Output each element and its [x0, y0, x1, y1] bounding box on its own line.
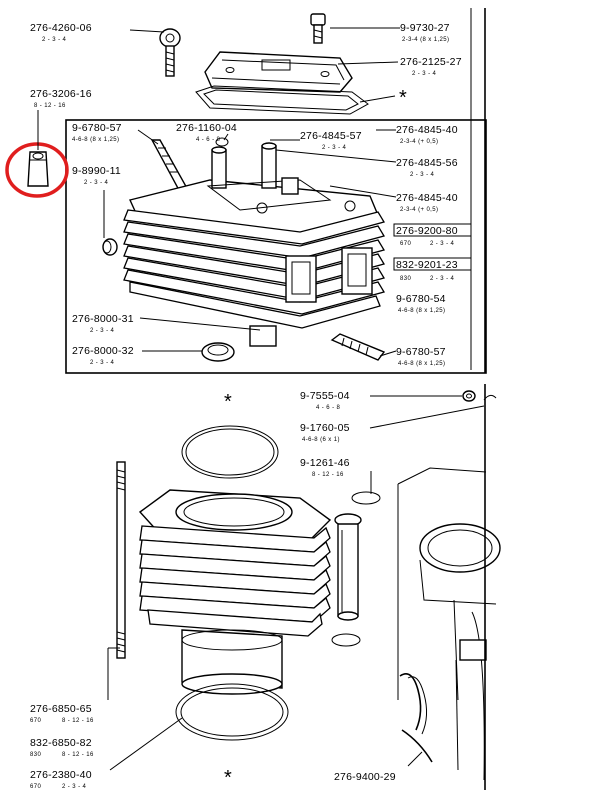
model-code: 670	[30, 718, 41, 724]
part-number: 9-9730-27	[400, 22, 450, 34]
part-number: 9-6780-54	[396, 293, 446, 305]
washer-part	[462, 390, 476, 402]
long-stud-part	[116, 461, 126, 659]
part-number: 276-9400-29	[334, 771, 396, 783]
model-code: 670	[400, 241, 411, 247]
part-number: 276-9200-80	[396, 225, 458, 237]
part-number: 9-7555-04	[300, 390, 350, 402]
model-list: 4-6-8 (8 x 1,25)	[72, 137, 119, 143]
part-number: 276-8000-31	[72, 313, 134, 325]
stud-part	[150, 139, 190, 193]
part-number: 832-9201-23	[396, 259, 458, 271]
model-list: 4 - 6 - 8	[316, 405, 341, 411]
part-number: 9-8990-11	[72, 165, 121, 177]
part-number: 276-3206-16	[30, 88, 92, 100]
part-number: 276-8000-32	[72, 345, 134, 357]
model-list: 8 - 12 - 16	[62, 718, 94, 724]
part-number: 276-2380-40	[30, 769, 92, 781]
model-list: 4 - 6 - 8	[196, 137, 221, 143]
part-number: 276-4845-56	[396, 157, 458, 169]
part-number: 832-6850-82	[30, 737, 92, 749]
model-list: 4-6-8 (8 x 1,25)	[398, 361, 445, 367]
model-list: 2 - 3 - 4	[410, 172, 435, 178]
asterisk-marker: *	[224, 767, 232, 789]
model-list: 2-3-4 (+ 0,5)	[400, 207, 438, 213]
model-code: 830	[400, 276, 411, 282]
pushrod-tube-part	[331, 491, 381, 647]
model-list: 2 - 3 - 4	[90, 328, 115, 334]
eyebolt-part	[159, 28, 181, 77]
stud-part-lower	[330, 333, 386, 361]
cylinder-oring-bottom	[175, 683, 289, 741]
small-oring-part	[215, 137, 229, 147]
part-number: 9-1261-46	[300, 457, 350, 469]
part-number: 276-4260-06	[30, 22, 92, 34]
part-number: 276-1160-04	[176, 122, 237, 134]
model-list: 8 - 12 - 16	[312, 472, 344, 478]
head-section-frame	[65, 119, 487, 374]
cylinder-oring-top	[181, 425, 279, 479]
callout-labels: 276-4260-06 2 - 3 - 4 9-9730-27 2-3-4 (8…	[30, 22, 472, 790]
asterisk-marker: *	[399, 87, 407, 109]
plug-part	[102, 238, 118, 256]
valve-cover-part	[204, 51, 353, 93]
part-number-box	[393, 257, 472, 271]
cover-gasket-part	[195, 85, 369, 115]
model-list: 2 - 3 - 4	[84, 180, 109, 186]
model-list: 8 - 12 - 16	[34, 103, 66, 109]
model-list: 2 - 3 - 4	[430, 241, 455, 247]
nut-part	[27, 151, 49, 187]
model-code: 670	[30, 784, 41, 790]
asterisk-marker: *	[224, 391, 232, 413]
model-list: 2 - 3 - 4	[90, 360, 115, 366]
model-list: 4-6-8 (6 x 1)	[302, 437, 340, 443]
cylinder-head-part	[123, 142, 386, 347]
model-list: 2-3-4 (+ 0,5)	[400, 139, 438, 145]
model-list: 2 - 3 - 4	[42, 37, 67, 43]
model-code: 830	[30, 752, 41, 758]
part-number: 276-6850-65	[30, 703, 92, 715]
model-list: 4-6-8 (8 x 1,25)	[398, 308, 445, 314]
highlight-circle	[5, 142, 69, 198]
model-list: 2 - 3 - 4	[322, 145, 347, 151]
model-list: 8 - 12 - 16	[62, 752, 94, 758]
bolt-part	[310, 13, 326, 44]
model-list: 2 - 3 - 4	[412, 71, 437, 77]
part-number: 9-6780-57	[72, 122, 122, 134]
cylinder-barrel-part	[138, 489, 332, 695]
model-list: 2 - 3 - 4	[430, 276, 455, 282]
model-list: 2 - 3 - 4	[62, 784, 87, 790]
leader-lines	[37, 27, 485, 771]
seal-ring-part	[201, 342, 235, 362]
part-number-box	[393, 223, 472, 237]
part-number: 276-4845-57	[300, 130, 362, 142]
part-number: 9-1760-05	[300, 422, 350, 434]
part-number: 9-6780-57	[396, 346, 446, 358]
partial-assembly-right	[397, 467, 501, 781]
part-number: 276-4845-40	[396, 192, 458, 204]
part-number: 276-2125-27	[400, 56, 462, 68]
model-list: 2-3-4 (8 x 1,25)	[402, 37, 449, 43]
part-number: 276-4845-40	[396, 124, 458, 136]
